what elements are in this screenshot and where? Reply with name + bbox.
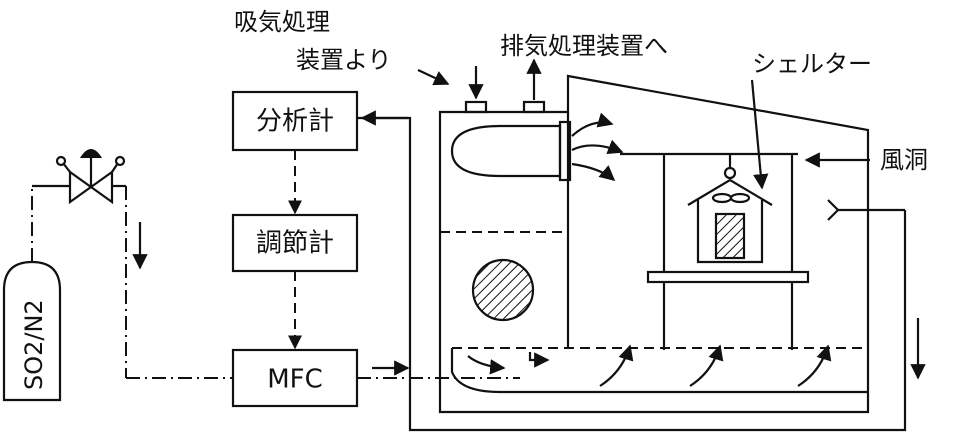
controller-label: 調節計	[256, 229, 334, 259]
shelter-leader-arrow	[750, 79, 769, 190]
exposure-chamber	[438, 74, 870, 414]
intake-label-line2: 装置より	[296, 46, 392, 74]
exhaust-label: 排気処理装置へ	[500, 32, 668, 60]
gas-cylinder: SO2/N2	[2, 260, 62, 402]
mfc-label: MFC	[267, 365, 323, 395]
regulator-valve-icon	[55, 149, 126, 205]
analyzer-box: 分析計	[231, 90, 359, 152]
intake-label-line1: 吸気処理	[234, 8, 330, 36]
wind-tunnel-label: 風洞	[880, 146, 928, 174]
shelter-label: シェルター	[752, 50, 872, 78]
shelter-icon	[687, 154, 773, 264]
controller-box: 調節計	[231, 213, 359, 273]
cylinder-label: SO2/N2	[20, 299, 48, 390]
sampling-probe-icon	[827, 199, 905, 221]
mfc-box: MFC	[231, 348, 359, 408]
intake-leader-arrow	[417, 69, 450, 86]
analyzer-label: 分析計	[256, 107, 334, 137]
